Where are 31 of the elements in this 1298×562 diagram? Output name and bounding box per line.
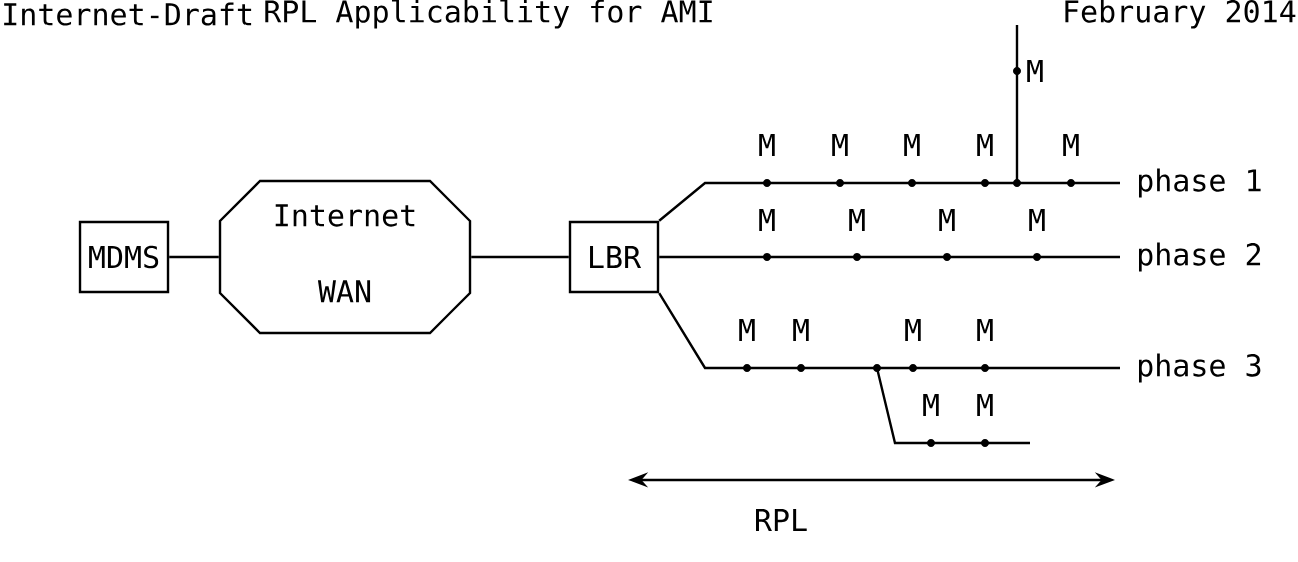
meter-label: M xyxy=(1027,60,1043,82)
header-title: RPL Applicability for AMI xyxy=(265,0,712,29)
feeder-line xyxy=(658,181,1120,222)
meter-label: M xyxy=(759,134,775,156)
feeder-line xyxy=(658,292,1120,370)
meter-label: M xyxy=(977,319,993,341)
meter-label: M xyxy=(923,394,939,416)
header-date: February 2014 xyxy=(1065,0,1296,29)
meter-label: M xyxy=(905,319,921,341)
network-cloud: Internet WAN xyxy=(218,179,472,335)
meter-label: M xyxy=(904,134,920,156)
meter-label: M xyxy=(1063,134,1079,156)
connector-line xyxy=(471,255,569,259)
device-box: LBR xyxy=(568,220,660,294)
meter-label: M xyxy=(977,394,993,416)
header-text: Internet-Draft xyxy=(4,2,252,26)
phase-label: phase 1 xyxy=(1139,168,1261,198)
phase-label: phase 2 xyxy=(1139,242,1261,272)
dimension-label: RPL xyxy=(756,509,807,531)
phase-label: phase 3 xyxy=(1139,353,1261,383)
meter-label: M xyxy=(759,209,775,231)
meter-label: M xyxy=(1029,209,1045,231)
meter-label: M xyxy=(793,319,809,341)
meter-label: M xyxy=(977,134,993,156)
meter-label: M xyxy=(849,209,865,231)
device-box: MDMS xyxy=(78,220,170,294)
meter-label: M xyxy=(939,209,955,231)
meter-label: M xyxy=(739,319,755,341)
connector-line xyxy=(169,255,219,259)
feeder-line xyxy=(659,255,1120,259)
meter-label: M xyxy=(832,134,848,156)
